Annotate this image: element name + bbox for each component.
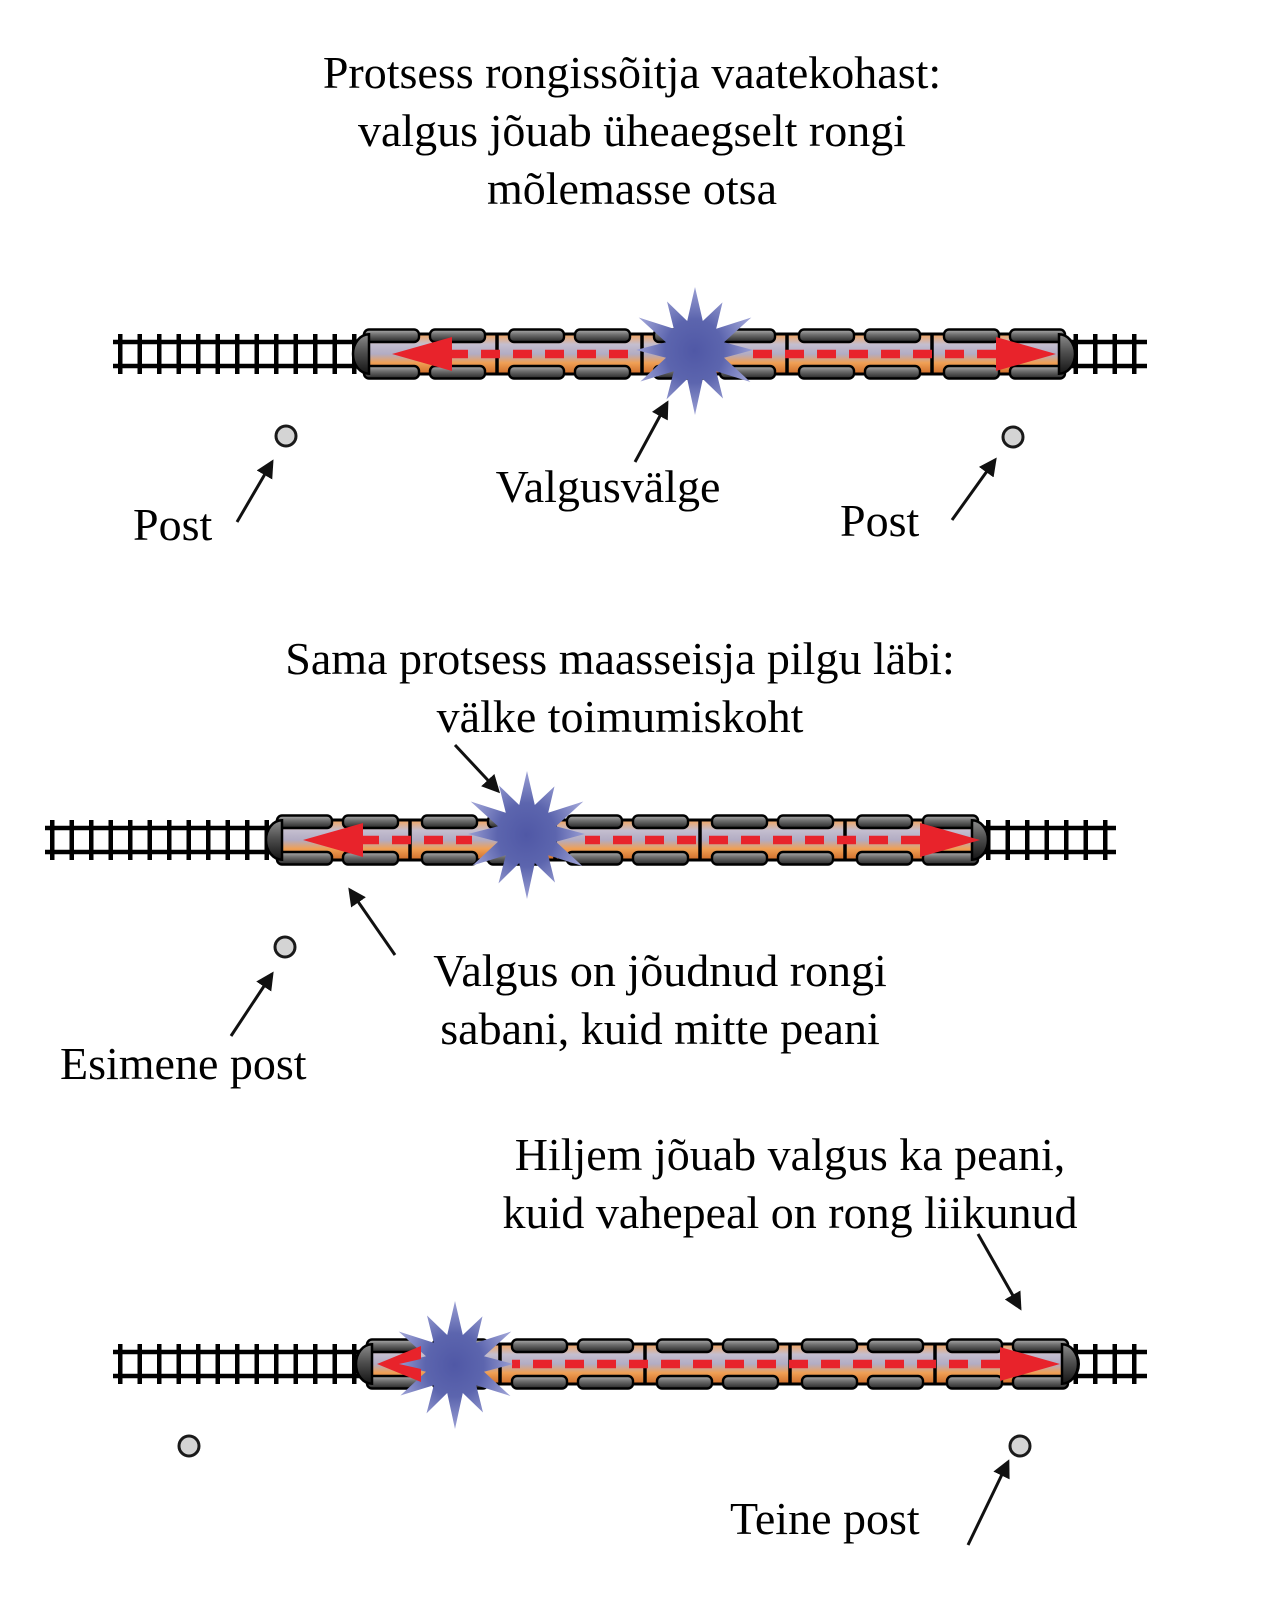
second-post-marker: [1008, 1434, 1032, 1458]
section1-title-line3: mõlemasse otsa: [487, 163, 777, 214]
light-beam-right: [585, 823, 980, 857]
section1-title-line2: valgus jõuab üheaegselt rongi: [357, 105, 907, 156]
flash-location-pointer-arrow: [453, 743, 501, 794]
section3-title: Hiljem jõuab valgus ka peani, kuid vahep…: [503, 1126, 1078, 1242]
scene-later-ground-frame: [113, 1233, 1147, 1546]
second-post-pointer-arrow: [966, 1459, 1010, 1546]
light-flash-star: [636, 287, 753, 415]
flash-label: Valgusvälge: [495, 461, 721, 512]
light-flash-star: [468, 771, 585, 899]
post-right-label: Post: [840, 495, 920, 546]
light-beam-right: [753, 337, 1056, 371]
second-post-label: Teine post: [730, 1493, 920, 1544]
post-right-pointer-arrow: [950, 457, 997, 521]
section3-title-line1: Hiljem jõuab valgus ka peani,: [514, 1129, 1066, 1180]
flash-pointer-arrow: [633, 400, 669, 463]
section3-title-line2: kuid vahepeal on rong liikunud: [502, 1187, 1078, 1238]
first-post-label: Esimene post: [60, 1038, 307, 1089]
post-marker-left: [274, 424, 298, 448]
light-beam-left-chevron: [377, 1346, 421, 1382]
section2-title: Sama protsess maasseisja pilgu läbi: väl…: [285, 630, 954, 746]
post-left-label: Post: [133, 499, 213, 550]
section2-title-line1: Sama protsess maasseisja pilgu läbi:: [285, 633, 955, 684]
first-post-marker: [177, 1434, 201, 1458]
section2-title-line2: välke toimumiskoht: [436, 691, 804, 742]
light-beam-left: [303, 823, 472, 857]
tail-annotation-line2: sabani, kuid mitte peani: [440, 1003, 880, 1054]
tail-annotation-line1: Valgus on jõudnud rongi: [433, 945, 887, 996]
tail-annotation-label: Valgus on jõudnud rongi sabani, kuid mit…: [433, 942, 887, 1058]
section1-title-line1: Protsess rongissõitja vaatekohast:: [322, 47, 942, 98]
section1-title: Protsess rongissõitja vaatekohast: valgu…: [323, 44, 941, 218]
train-head-pointer-arrow: [976, 1233, 1022, 1311]
first-post-marker: [273, 935, 297, 959]
train-tail-pointer-arrow: [348, 887, 397, 956]
post-left-pointer-arrow: [235, 459, 274, 523]
light-flash-star: [396, 1301, 513, 1429]
post-marker-right: [1001, 425, 1025, 449]
first-post-pointer-arrow: [229, 971, 274, 1037]
light-beam-left: [392, 337, 637, 371]
scene-train-frame: [113, 287, 1147, 523]
light-beam-right: [512, 1347, 1060, 1381]
scene-ground-frame: [45, 743, 1116, 1037]
